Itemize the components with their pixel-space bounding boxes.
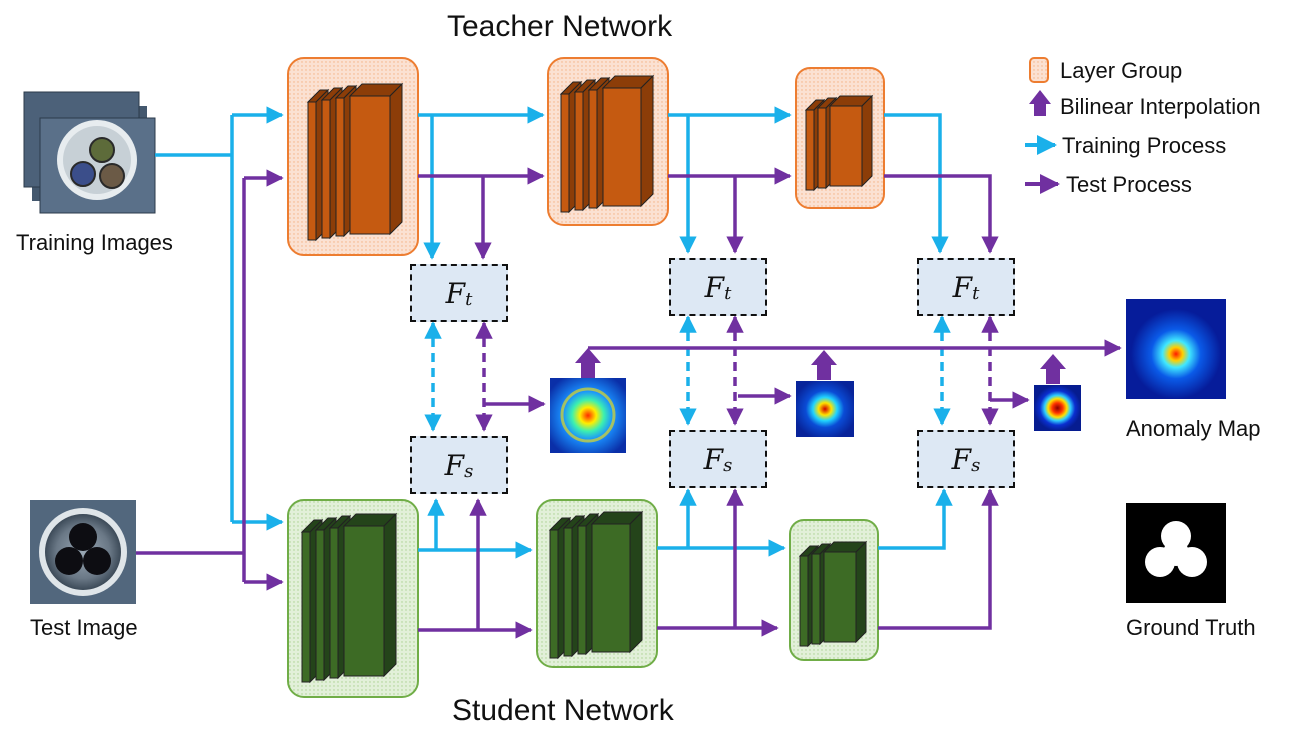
student-network-title: Student Network <box>452 694 674 727</box>
feature-symbol: F <box>444 448 465 482</box>
teacher-slab <box>588 89 598 209</box>
student-slab-side <box>855 540 867 644</box>
feature-subscript: t <box>972 282 980 304</box>
feature-symbol: F <box>704 270 725 304</box>
anomaly-map-level-2 <box>796 381 854 437</box>
training-images-label: Training Images <box>16 230 173 255</box>
anomaly-map-level-3 <box>1034 385 1081 431</box>
student-slab <box>823 551 857 643</box>
legend-training-label: Training Process <box>1062 133 1227 158</box>
legend-layer-group-label: Layer Group <box>1060 58 1183 83</box>
teacher-slab <box>560 93 570 213</box>
student-slab <box>301 531 311 683</box>
teacher-slab-side <box>640 74 654 208</box>
teacher-slab <box>574 91 584 211</box>
student-slab <box>591 523 631 653</box>
training-feature-alignment <box>424 315 951 432</box>
student-slab <box>577 525 587 655</box>
ground-truth-label: Ground Truth <box>1126 615 1256 640</box>
feature-symbol: F <box>445 276 466 310</box>
student-slab <box>329 527 339 679</box>
teacher-slab <box>349 95 391 235</box>
student-slab <box>343 525 385 677</box>
bilinear-interpolation-arrows <box>575 348 1066 384</box>
student-slab-side <box>383 512 397 678</box>
test-feature-comparison <box>475 315 999 432</box>
teacher-slab-side <box>389 82 403 236</box>
feature-subscript: s <box>971 454 981 476</box>
anomaly-map-final <box>1126 299 1226 399</box>
teacher-slab <box>307 101 317 241</box>
teacher-slab-side <box>861 94 873 188</box>
feature-subscript: s <box>464 460 474 482</box>
feature-subscript: t <box>724 282 732 304</box>
student-slab <box>563 527 573 657</box>
teacher-slab <box>602 87 642 207</box>
feature-symbol: F <box>703 442 724 476</box>
legend-bilinear-icon <box>1029 90 1051 116</box>
training-images-thumbnail <box>23 91 156 214</box>
test-image-label: Test Image <box>30 615 138 640</box>
legend-symbols <box>1025 57 1060 194</box>
teacher-network-title: Teacher Network <box>447 10 673 43</box>
anomaly-map-level-1 <box>550 378 626 453</box>
teacher-slab <box>829 105 863 187</box>
student-slab-side <box>629 510 643 654</box>
ground-truth-image <box>1126 503 1226 603</box>
test-image-thumbnail <box>30 500 136 604</box>
anomaly-map-label: Anomaly Map <box>1126 416 1261 441</box>
student-slab <box>315 529 325 681</box>
layer-slabs <box>300 74 874 684</box>
teacher-slab <box>817 107 827 189</box>
student-slab <box>811 553 821 645</box>
feature-subscript: t <box>465 288 473 310</box>
feature-symbol: F <box>951 442 972 476</box>
teacher-slab <box>805 109 815 191</box>
training-arrows <box>155 106 953 559</box>
teacher-slab <box>321 99 331 239</box>
legend-bilinear-label: Bilinear Interpolation <box>1060 94 1261 119</box>
student-slab <box>799 555 809 647</box>
feature-subscript: s <box>723 454 733 476</box>
feature-symbol: F <box>952 270 973 304</box>
legend-test-label: Test Process <box>1066 172 1192 197</box>
student-slab <box>549 529 559 659</box>
teacher-slab <box>335 97 345 237</box>
legend-layer-group-swatch <box>1029 57 1049 83</box>
